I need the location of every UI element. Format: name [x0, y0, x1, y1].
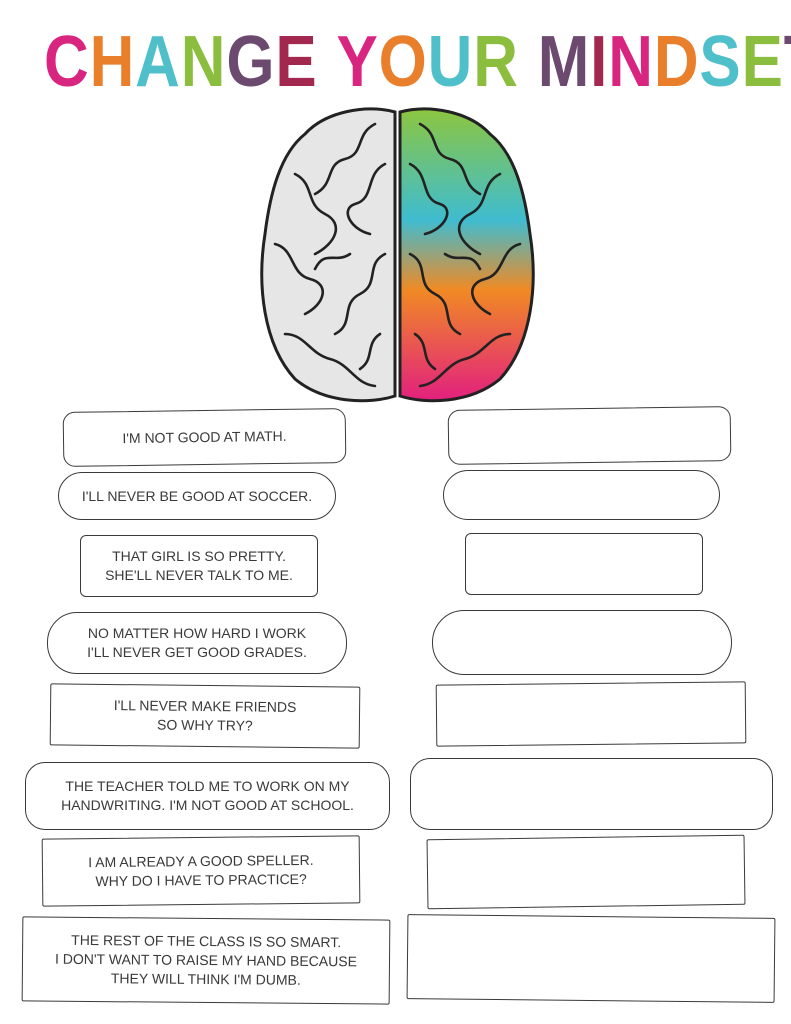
brain-illustration	[260, 107, 535, 403]
answer-box[interactable]	[447, 406, 732, 465]
title-space	[318, 22, 337, 102]
title-space	[519, 22, 538, 102]
title-letter: M	[537, 22, 591, 102]
statement-box: THE REST OF THE CLASS IS SO SMART.I DON'…	[21, 916, 391, 1005]
statement-box: I'M NOT GOOD AT MATH.	[62, 408, 347, 467]
title-letter: T	[784, 22, 791, 102]
title-letter: N	[608, 22, 654, 102]
statement-text: I'LL NEVER BE GOOD AT SOCCER.	[81, 487, 313, 504]
statement-box: NO MATTER HOW HARD I WORK I'LL NEVER GET …	[47, 612, 347, 674]
title-letter: A	[135, 22, 181, 102]
statement-text: SHE'LL NEVER TALK TO ME.	[105, 567, 293, 583]
statement-text: THEY WILL THINK I'M DUMB.	[110, 970, 301, 988]
title-letter: R	[473, 22, 519, 102]
statement-text: HANDWRITING. I'M NOT GOOD AT SCHOOL.	[61, 797, 354, 813]
answer-box[interactable]	[465, 533, 703, 595]
statement-text: I'M NOT GOOD AT MATH.	[122, 427, 287, 447]
title-letter: U	[427, 22, 474, 102]
statement-text: I AM ALREADY A GOOD SPELLER.	[88, 851, 314, 871]
statement-box: THE TEACHER TOLD ME TO WORK ON MY HANDWRI…	[25, 762, 390, 830]
title-letter: G	[226, 22, 276, 102]
statement-text: NO MATTER HOW HARD I WORK	[87, 625, 307, 641]
answer-box[interactable]	[406, 914, 776, 1003]
title-letter: C	[44, 22, 90, 102]
statement-text: THAT GIRL IS SO PRETTY.	[112, 548, 286, 564]
statement-text: I'LL NEVER GET GOOD GRADES.	[87, 644, 307, 660]
page-title: CHANGE YOUR MINDSET	[44, 22, 791, 102]
statement-text: SO WHY TRY?	[156, 716, 253, 734]
statement-text: THE REST OF THE CLASS IS SO SMART.	[71, 931, 342, 951]
brain-right-hemisphere	[398, 107, 535, 403]
title-letter: E	[275, 22, 318, 102]
statement-box: I'LL NEVER BE GOOD AT SOCCER.	[58, 472, 336, 520]
answer-box[interactable]	[432, 610, 732, 675]
statement-text: I DON'T WANT TO RAISE MY HAND BECAUSE	[54, 950, 358, 970]
statement-box: I AM ALREADY A GOOD SPELLER.WHY DO I HAV…	[41, 835, 361, 907]
answer-box[interactable]	[426, 834, 746, 910]
title-letter: O	[378, 22, 428, 102]
title-letter: H	[89, 22, 136, 102]
title-letter: S	[699, 22, 742, 102]
title-letter: Y	[336, 22, 379, 102]
statement-box: THAT GIRL IS SO PRETTY. SHE'LL NEVER TALK…	[80, 535, 318, 597]
title-letter: D	[653, 22, 700, 102]
title-letter: N	[180, 22, 227, 102]
statement-text: THE TEACHER TOLD ME TO WORK ON MY	[65, 778, 350, 794]
title-letter: E	[741, 22, 784, 102]
answer-box[interactable]	[443, 470, 720, 520]
answer-box[interactable]	[410, 758, 773, 830]
answer-box[interactable]	[435, 681, 747, 747]
brain-left-hemisphere	[260, 107, 397, 403]
title-letter: I	[590, 22, 609, 102]
statement-text: I'LL NEVER MAKE FRIENDS	[113, 697, 297, 715]
statement-text: WHY DO I HAVE TO PRACTICE?	[95, 870, 307, 890]
